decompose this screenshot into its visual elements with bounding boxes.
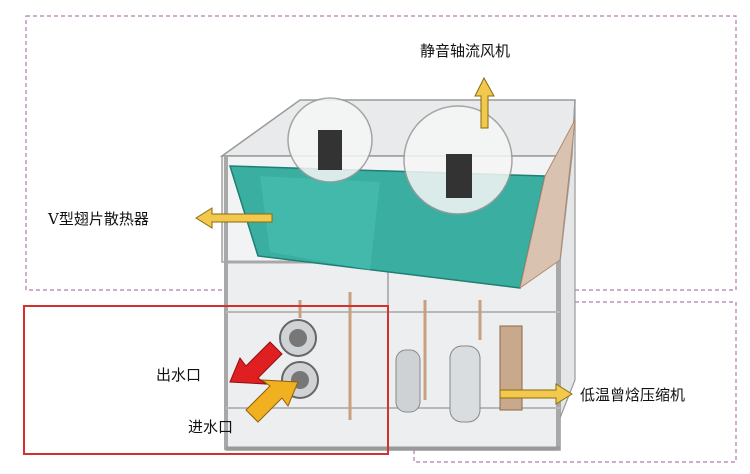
fin-callout-arrow [195, 207, 273, 229]
water-outlet-label: 出水口 [156, 366, 202, 384]
fan-label: 静音轴流风机 [420, 42, 511, 60]
fin-radiator-label: V型翅片散热器 [48, 210, 149, 228]
heat-pump-unit [219, 97, 576, 451]
water-inlet-label: 进水口 [188, 418, 234, 436]
inlet-arrow [245, 379, 299, 423]
compressor-callout-arrow [499, 383, 573, 405]
compressor-label: 低温曾焓压缩机 [580, 386, 686, 404]
fan-callout-arrow [474, 76, 495, 129]
outlet-arrow [229, 341, 283, 385]
water-connection-box [23, 305, 389, 455]
